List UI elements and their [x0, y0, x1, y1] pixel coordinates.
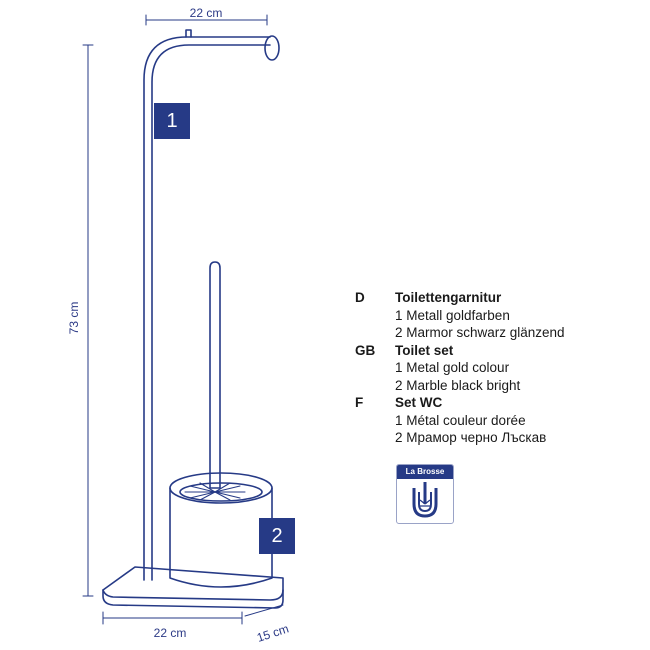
height-label: 73 cm [67, 302, 81, 335]
top-width-label: 22 cm [190, 6, 223, 20]
language-code: F [355, 395, 364, 410]
base-depth-dimension-line [244, 604, 284, 617]
legend-title: Toilet set [395, 342, 454, 358]
brush-holder [169, 472, 273, 588]
base-plate [102, 566, 284, 609]
legend-item: 2 Marble black bright [395, 377, 521, 393]
la-brosse-badge: La Brosse [396, 464, 454, 524]
legend-item: 1 Métal couleur dorée [395, 412, 526, 428]
legend-item: 2 Marmor schwarz glänzend [395, 325, 565, 340]
base-depth-label: 15 cm [255, 621, 290, 644]
legend-title: Toilettengarnitur [395, 290, 502, 305]
language-code: D [355, 290, 365, 305]
legend-title: Set WC [395, 395, 443, 410]
part-1-callout: 1 [154, 103, 190, 139]
top-width-dimension-line [145, 14, 268, 26]
legend-item: 2 Мрамор черно Лъскав [395, 430, 547, 445]
height-dimension-line [82, 44, 94, 597]
badge-label: La Brosse [397, 465, 453, 479]
roll-holder-cap [264, 35, 280, 61]
base-width-label: 22 cm [154, 626, 187, 640]
legend-item: 1 Metal gold colour [395, 360, 510, 375]
toilet-brush-icon [412, 482, 438, 518]
brush-handle [209, 261, 221, 489]
language-code: GB [355, 342, 376, 358]
legend-item: 1 Metall goldfarben [395, 307, 510, 323]
part-2-callout: 2 [259, 518, 295, 554]
base-width-dimension-line [102, 611, 243, 625]
